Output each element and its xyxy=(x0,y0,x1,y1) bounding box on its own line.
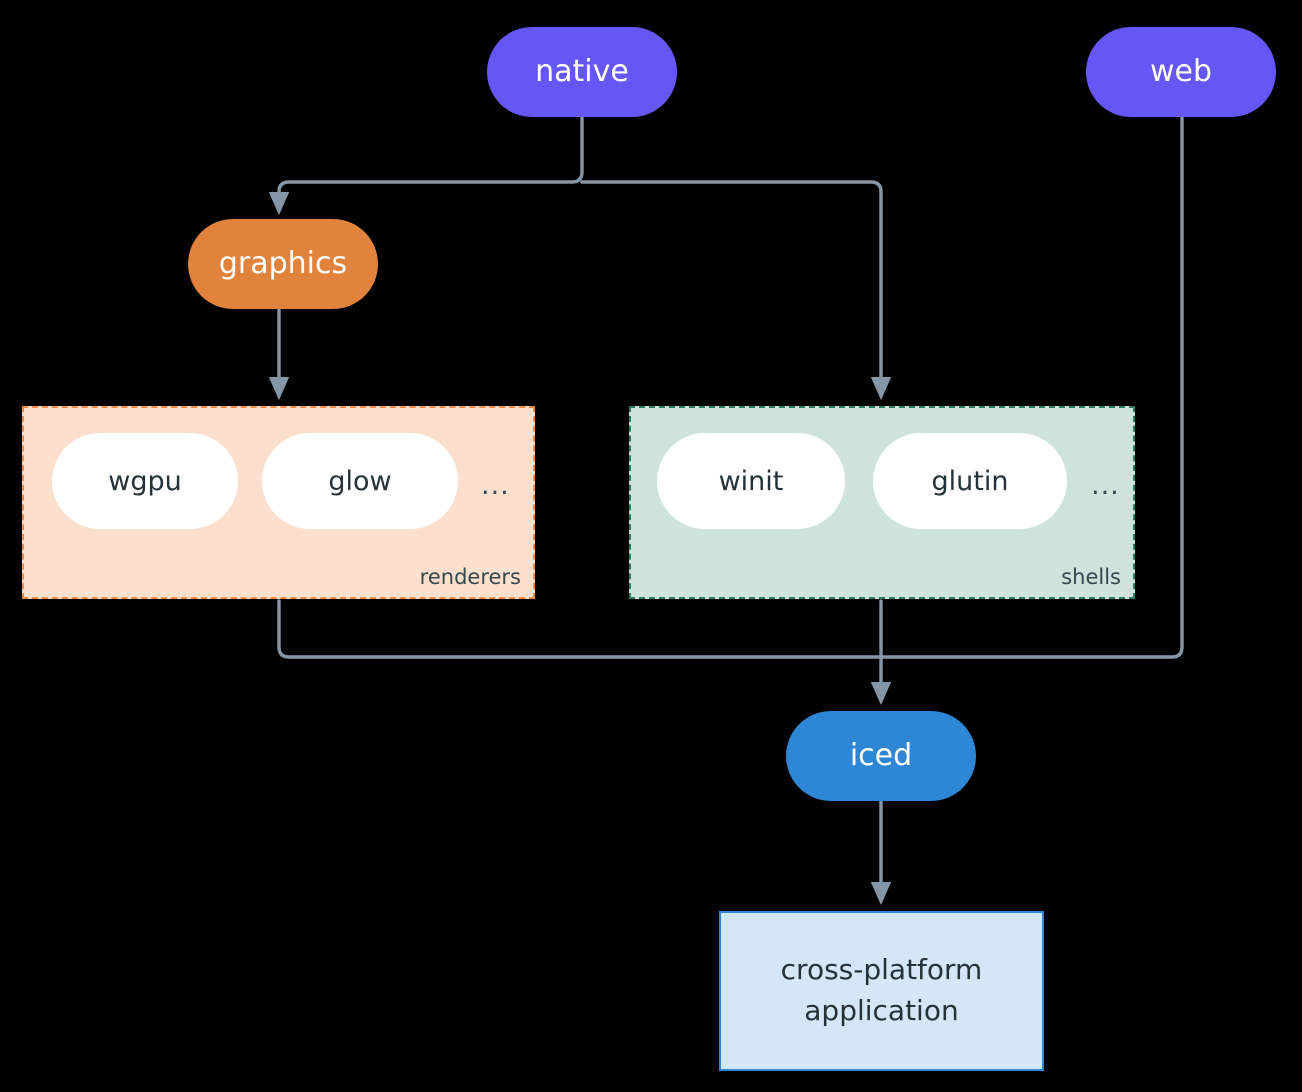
node-application[interactable]: cross-platform application xyxy=(719,911,1044,1071)
node-glow-label: glow xyxy=(328,465,392,497)
node-iced[interactable]: iced xyxy=(786,711,976,801)
node-winit-label: winit xyxy=(718,465,784,497)
node-native[interactable]: native xyxy=(487,27,677,117)
node-graphics-label: graphics xyxy=(218,246,348,282)
cluster-renderers-label: renderers xyxy=(419,565,521,589)
node-web[interactable]: web xyxy=(1086,27,1276,117)
node-iced-label: iced xyxy=(849,738,913,774)
cluster-shells-label: shells xyxy=(1061,565,1121,589)
renderers-more-ellipsis: ... xyxy=(481,470,510,501)
cluster-renderers: wgpu glow ... renderers xyxy=(22,406,535,599)
node-wgpu-label: wgpu xyxy=(108,465,182,497)
node-application-line2: application xyxy=(804,994,959,1027)
cluster-shells: winit glutin ... shells xyxy=(629,406,1135,599)
node-wgpu[interactable]: wgpu xyxy=(52,433,238,529)
shells-more-ellipsis: ... xyxy=(1091,470,1120,501)
node-glutin-label: glutin xyxy=(931,465,1009,497)
edge-renderers-to-iced xyxy=(277,599,883,659)
node-glow[interactable]: glow xyxy=(262,433,458,529)
edge-native-split xyxy=(570,115,584,184)
edge-native-to-graphics xyxy=(268,180,574,216)
node-application-line1: cross-platform xyxy=(780,953,983,987)
edge-native-to-shells xyxy=(580,180,892,401)
node-web-label: web xyxy=(1149,54,1213,90)
node-native-label: native xyxy=(535,54,629,90)
node-graphics[interactable]: graphics xyxy=(188,219,378,309)
node-winit[interactable]: winit xyxy=(657,433,845,529)
node-glutin[interactable]: glutin xyxy=(873,433,1067,529)
